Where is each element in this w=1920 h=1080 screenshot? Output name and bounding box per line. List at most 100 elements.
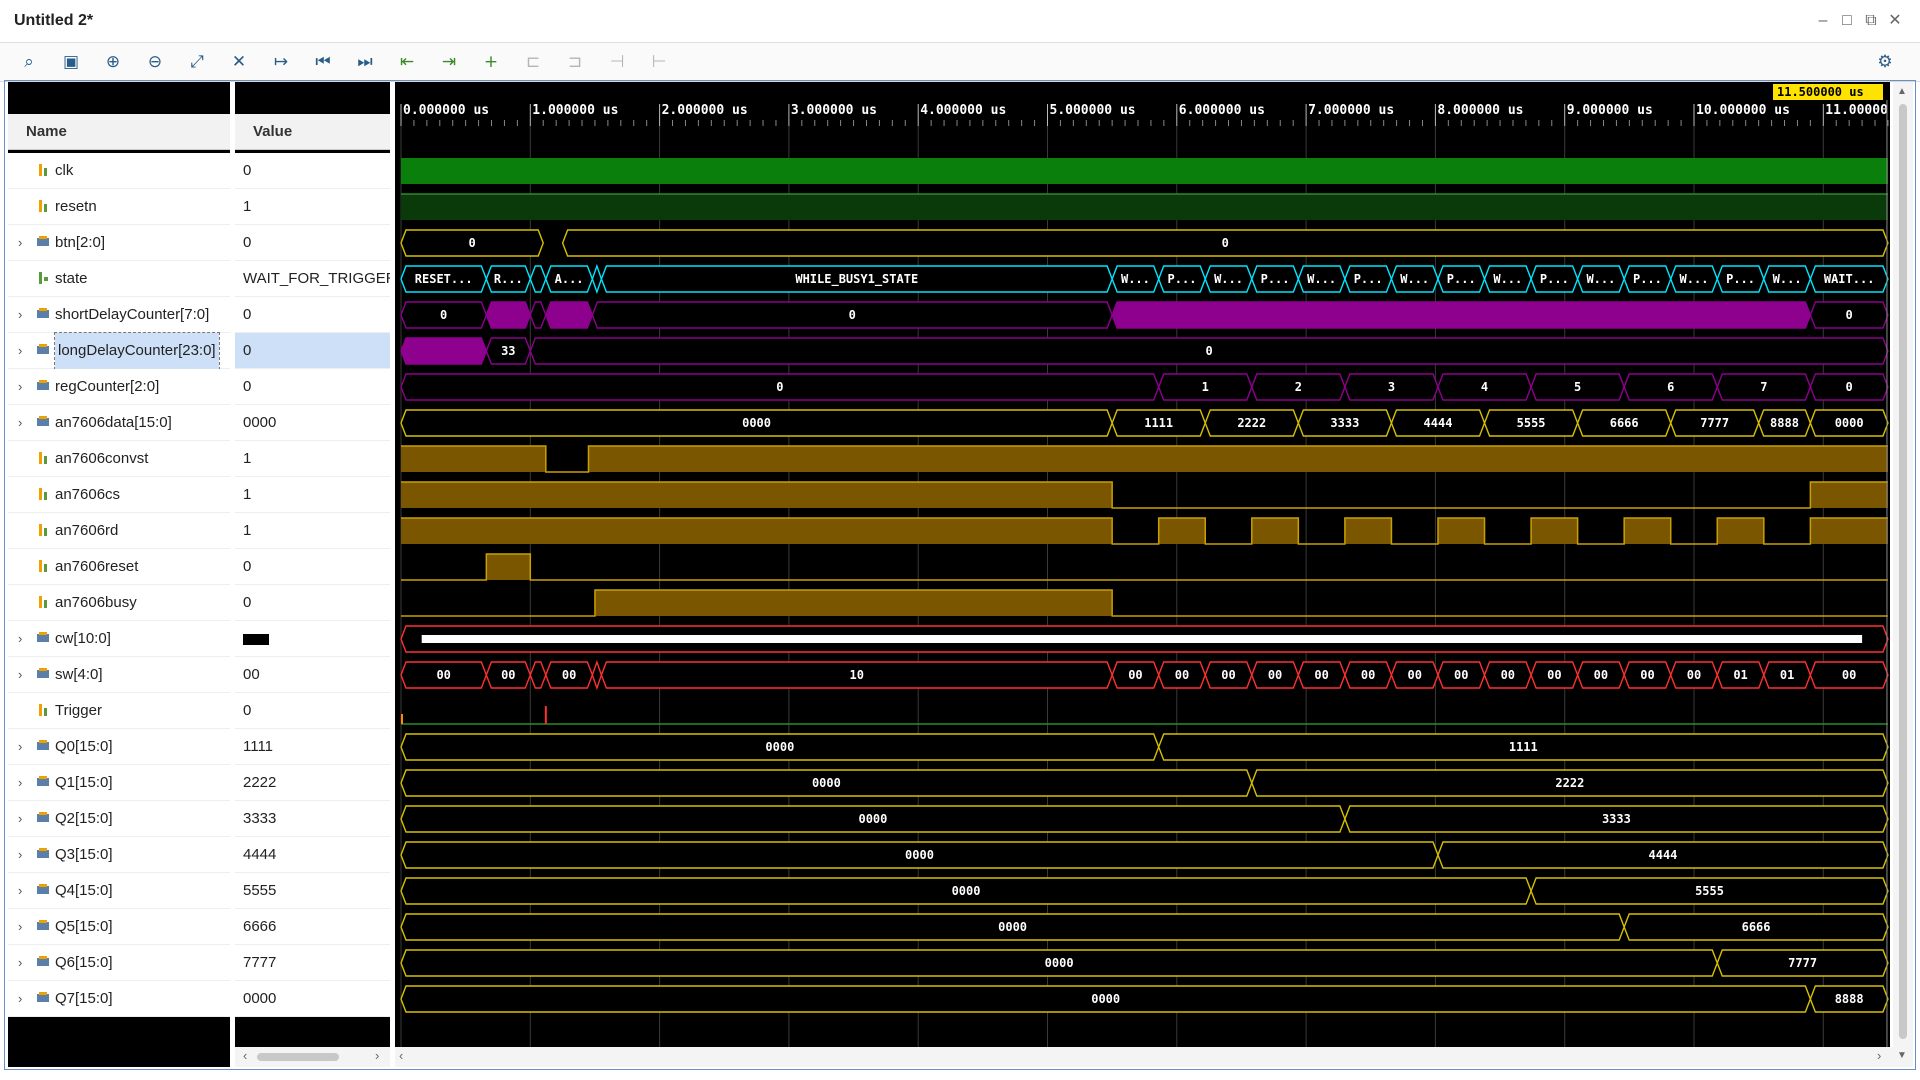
signal-name[interactable]: longDelayCounter[23:0]: [54, 332, 220, 370]
signal-row-q6[interactable]: › Q6[15:0]: [8, 945, 230, 981]
scroll-left-icon[interactable]: ‹: [243, 1048, 248, 1063]
signal-value[interactable]: 0: [235, 585, 390, 621]
zoom-in-icon[interactable]: ⊕: [105, 52, 121, 72]
signal-row-an7606rd[interactable]: an7606rd: [8, 513, 230, 549]
expand-chevron-icon[interactable]: ›: [18, 811, 23, 826]
signal-value[interactable]: 0: [235, 153, 390, 189]
name-column-header[interactable]: Name: [8, 114, 230, 150]
signal-value[interactable]: 1: [235, 441, 390, 477]
signal-value[interactable]: 0: [235, 549, 390, 585]
signal-name[interactable]: Q5[15:0]: [55, 918, 113, 935]
signal-row-an7606reset[interactable]: an7606reset: [8, 549, 230, 585]
signal-name[interactable]: Q2[15:0]: [55, 810, 113, 827]
signal-value[interactable]: 5555: [235, 873, 390, 909]
expand-chevron-icon[interactable]: ›: [18, 343, 23, 358]
expand-chevron-icon[interactable]: ›: [18, 739, 23, 754]
signal-row-an7606data[interactable]: › an7606data[15:0]: [8, 405, 230, 441]
expand-chevron-icon[interactable]: ›: [18, 415, 23, 430]
scroll-right-icon[interactable]: ›: [1877, 1048, 1882, 1063]
zoom-fit-icon[interactable]: ⤢: [190, 52, 204, 72]
value-horizontal-scrollbar[interactable]: ‹ ›: [235, 1047, 390, 1067]
zoom-out-icon[interactable]: ⊖: [147, 52, 163, 72]
signal-row-btn[interactable]: ›btn[2:0]: [8, 225, 230, 261]
signal-value[interactable]: [235, 621, 390, 657]
signal-value[interactable]: 4444: [235, 837, 390, 873]
vertical-scrollbar[interactable]: ▲ ▼: [1893, 82, 1913, 1067]
signal-name[interactable]: Q3[15:0]: [55, 846, 113, 863]
cursor-off-icon[interactable]: ✕: [231, 52, 247, 72]
signal-row-q7[interactable]: › Q7[15:0]: [8, 981, 230, 1017]
signal-row-an7606cs[interactable]: an7606cs: [8, 477, 230, 513]
expand-chevron-icon[interactable]: ›: [18, 775, 23, 790]
signal-name[interactable]: Q1[15:0]: [55, 774, 113, 791]
signal-row-shortdelaycounter[interactable]: ›shortDelayCounter[7:0]: [8, 297, 230, 333]
signal-value[interactable]: 7777: [235, 945, 390, 981]
expand-chevron-icon[interactable]: ›: [18, 379, 23, 394]
signal-name[interactable]: an7606busy: [55, 594, 137, 611]
signal-row-sw[interactable]: ›sw[4:0]: [8, 657, 230, 693]
signal-name[interactable]: Q7[15:0]: [55, 990, 113, 1007]
expand-chevron-icon[interactable]: ›: [18, 955, 23, 970]
signal-row-trigger[interactable]: Trigger: [8, 693, 230, 729]
signal-name[interactable]: Q6[15:0]: [55, 954, 113, 971]
search-icon[interactable]: ⌕: [24, 52, 34, 72]
vertical-scroll-thumb[interactable]: [1899, 104, 1907, 1039]
expand-chevron-icon[interactable]: ›: [18, 631, 23, 646]
expand-chevron-icon[interactable]: ›: [18, 883, 23, 898]
add-marker-icon[interactable]: +: [483, 52, 499, 72]
signal-name[interactable]: Trigger: [55, 702, 102, 719]
minimize-icon[interactable]: –: [1818, 12, 1828, 29]
go-to-start-icon[interactable]: ⏮: [315, 52, 331, 72]
wave-horizontal-scrollbar[interactable]: ‹ ›: [395, 1047, 1893, 1067]
go-to-end-icon[interactable]: ⏭: [357, 52, 373, 72]
maximize-icon[interactable]: □: [1842, 12, 1852, 29]
signal-name[interactable]: an7606rd: [55, 522, 119, 539]
signal-name[interactable]: btn[2:0]: [55, 234, 106, 251]
previous-transition-icon[interactable]: ⇤: [399, 52, 415, 72]
signal-value[interactable]: 0: [235, 225, 390, 261]
signal-value[interactable]: 0: [235, 297, 390, 333]
signal-value[interactable]: 1: [235, 513, 390, 549]
signal-value[interactable]: 6666: [235, 909, 390, 945]
close-icon[interactable]: ✕: [1888, 12, 1902, 29]
signal-name[interactable]: resetn: [55, 198, 97, 215]
signal-row-regcounter[interactable]: › regCounter[2:0]: [8, 369, 230, 405]
expand-chevron-icon[interactable]: ›: [18, 667, 23, 682]
signal-value[interactable]: 0: [235, 333, 390, 369]
signal-name[interactable]: Q4[15:0]: [55, 882, 113, 899]
scroll-up-icon[interactable]: ▲: [1897, 86, 1907, 97]
signal-row-q5[interactable]: ›Q5[15:0]: [8, 909, 230, 945]
signal-value[interactable]: 0: [235, 369, 390, 405]
signal-value[interactable]: 3333: [235, 801, 390, 837]
save-icon[interactable]: ▣: [62, 52, 80, 72]
signal-name[interactable]: an7606data[15:0]: [55, 414, 172, 431]
next-transition-icon[interactable]: ⇥: [441, 52, 457, 72]
signal-name[interactable]: cw[10:0]: [55, 630, 111, 647]
signal-row-state[interactable]: state: [8, 261, 230, 297]
signal-value[interactable]: 00: [235, 657, 390, 693]
float-icon[interactable]: ⧉: [1865, 12, 1877, 29]
signal-name[interactable]: an7606convst: [55, 450, 149, 467]
signal-value[interactable]: 1111: [235, 729, 390, 765]
signal-row-an7606convst[interactable]: an7606convst: [8, 441, 230, 477]
scroll-right-icon[interactable]: ›: [375, 1048, 380, 1063]
signal-row-q1[interactable]: › Q1[15:0]: [8, 765, 230, 801]
signal-value[interactable]: 2222: [235, 765, 390, 801]
expand-chevron-icon[interactable]: ›: [18, 991, 23, 1006]
signal-value[interactable]: 0: [235, 693, 390, 729]
signal-row-resetn[interactable]: resetn: [8, 189, 230, 225]
scroll-down-icon[interactable]: ▼: [1897, 1050, 1907, 1061]
signal-value[interactable]: WAIT_FOR_TRIGGER_S: [235, 261, 390, 297]
scroll-left-icon[interactable]: ‹: [399, 1048, 404, 1063]
signal-value[interactable]: 1: [235, 477, 390, 513]
signal-name[interactable]: state: [55, 270, 88, 287]
value-scroll-thumb[interactable]: [257, 1053, 339, 1061]
value-column-header[interactable]: Value: [235, 114, 390, 150]
signal-name[interactable]: an7606reset: [55, 558, 139, 575]
signal-name[interactable]: Q0[15:0]: [55, 738, 113, 755]
signal-name[interactable]: regCounter[2:0]: [55, 378, 160, 395]
signal-row-q2[interactable]: › Q2[15:0]: [8, 801, 230, 837]
signal-row-an7606busy[interactable]: an7606busy: [8, 585, 230, 621]
signal-name[interactable]: an7606cs: [55, 486, 121, 503]
